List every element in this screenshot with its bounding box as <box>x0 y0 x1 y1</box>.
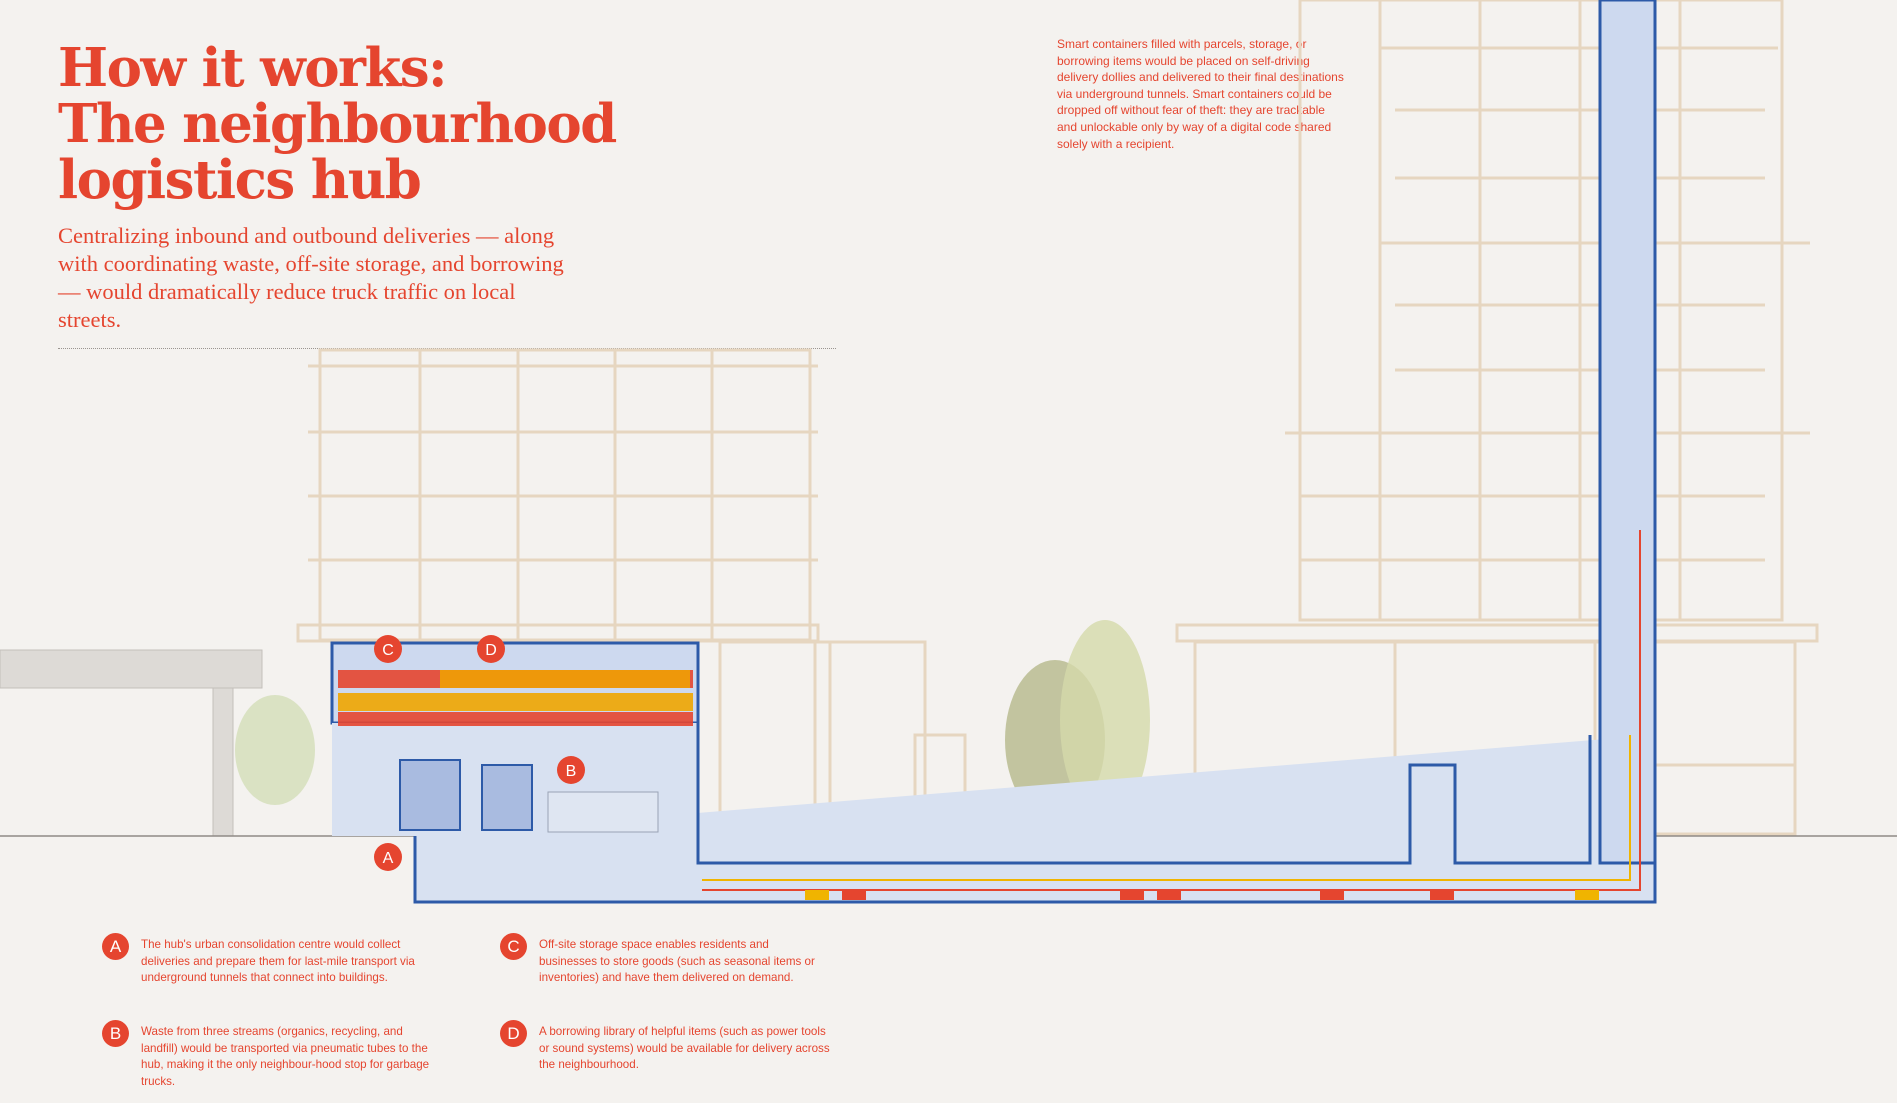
legend-badge: A <box>102 933 129 960</box>
legend-badge: D <box>500 1020 527 1047</box>
title-line-2: The neighbourhood <box>58 93 617 155</box>
marker-d-label: D <box>485 642 497 659</box>
legend-text: Waste from three streams (organics, recy… <box>141 1025 430 1088</box>
red-delivery-route <box>702 530 1641 891</box>
legend-item-a: A The hub's urban consolidation centre w… <box>102 933 432 987</box>
legend-text: The hub's urban consolidation centre wou… <box>141 938 415 985</box>
marker-a-label: A <box>383 850 394 867</box>
marker-c-label: C <box>382 642 394 659</box>
marker-b-label: B <box>566 763 577 780</box>
street-trees <box>235 620 1150 820</box>
smart-container-callout: Smart containers filled with parcels, st… <box>1057 37 1344 151</box>
page-title: How it works: The neighbourhood logistic… <box>58 37 617 211</box>
title-line-3: logistics hub <box>58 149 422 211</box>
legend-item-c: C Off-site storage space enables residen… <box>500 933 830 987</box>
title-line-1: How it works: <box>58 37 448 99</box>
right-tower-frame <box>1175 0 1819 836</box>
legend-item-b: B Waste from three streams (organics, re… <box>102 1020 432 1090</box>
elevated-road <box>0 649 263 837</box>
storage-shelves <box>338 670 693 726</box>
legend-item-d: D A borrowing library of helpful items (… <box>500 1020 830 1074</box>
legend-text: Off-site storage space enables residents… <box>539 938 815 985</box>
marker-d: D <box>477 635 505 663</box>
hub-vehicles <box>399 759 659 833</box>
legend-badge: B <box>102 1020 129 1047</box>
marker-a: A <box>374 843 402 871</box>
subtitle: Centralizing inbound and outbound delive… <box>58 223 564 332</box>
delivery-dollies <box>805 890 1599 900</box>
marker-b: B <box>557 756 585 784</box>
marker-c: C <box>374 635 402 663</box>
legend-badge: C <box>500 933 527 960</box>
legend-text: A borrowing library of helpful items (su… <box>539 1025 830 1072</box>
orange-delivery-route <box>702 735 1631 881</box>
